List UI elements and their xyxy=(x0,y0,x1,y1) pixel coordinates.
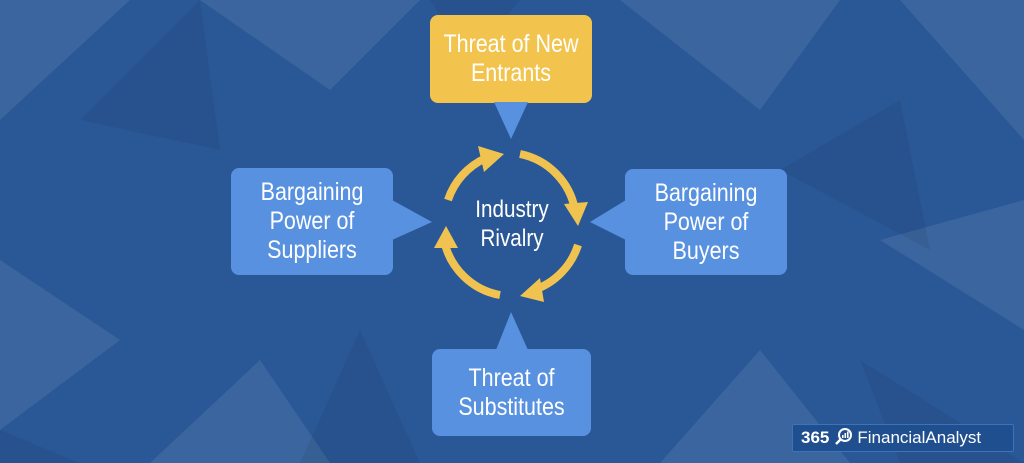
cycle-arrow-left xyxy=(440,239,501,299)
node-left-line3: Suppliers xyxy=(267,236,357,264)
cycle-arrow-right xyxy=(519,150,579,211)
center-line1: Industry xyxy=(475,196,549,223)
node-bargaining-suppliers-shape xyxy=(231,168,432,275)
node-threat-substitutes-shape xyxy=(432,312,591,436)
node-left-line1: Bargaining xyxy=(260,178,364,206)
node-bargaining-power-buyers: Bargaining Power of Buyers xyxy=(636,169,775,275)
arrowhead-bottom xyxy=(520,278,544,302)
node-right-line3: Buyers xyxy=(672,236,740,265)
arrowhead-left xyxy=(434,226,458,248)
node-bottom-line2: Substitutes xyxy=(458,392,565,421)
node-threat-substitutes: Threat of Substitutes xyxy=(443,349,580,436)
brand-logo: 365 FinancialAnalyst xyxy=(792,424,1014,452)
node-threat-new-entrants: Threat of New Entrants xyxy=(441,15,580,103)
center-industry-rivalry: Industry Rivalry xyxy=(460,195,563,253)
node-top-line1: Threat of New xyxy=(443,30,579,58)
node-bargaining-buyers-shape xyxy=(590,169,787,275)
magnifier-chart-icon xyxy=(835,427,853,450)
brand-name: FinancialAnalyst xyxy=(857,428,982,447)
arrowhead-top xyxy=(478,146,504,172)
cycle-arrow-top xyxy=(444,154,488,202)
arrowhead-right xyxy=(564,202,588,226)
node-bottom-line1: Threat of xyxy=(468,363,555,392)
node-left-line2: Power of xyxy=(269,207,355,235)
node-right-line2: Power of xyxy=(663,207,749,236)
node-threat-new-entrants-shape xyxy=(430,15,592,139)
node-bargaining-power-suppliers: Bargaining Power of Suppliers xyxy=(242,168,381,275)
brand-number: 365 xyxy=(801,428,830,447)
node-right-line1: Bargaining xyxy=(654,178,758,207)
center-line2: Rivalry xyxy=(480,225,544,252)
node-top-line2: Entrants xyxy=(470,59,552,87)
